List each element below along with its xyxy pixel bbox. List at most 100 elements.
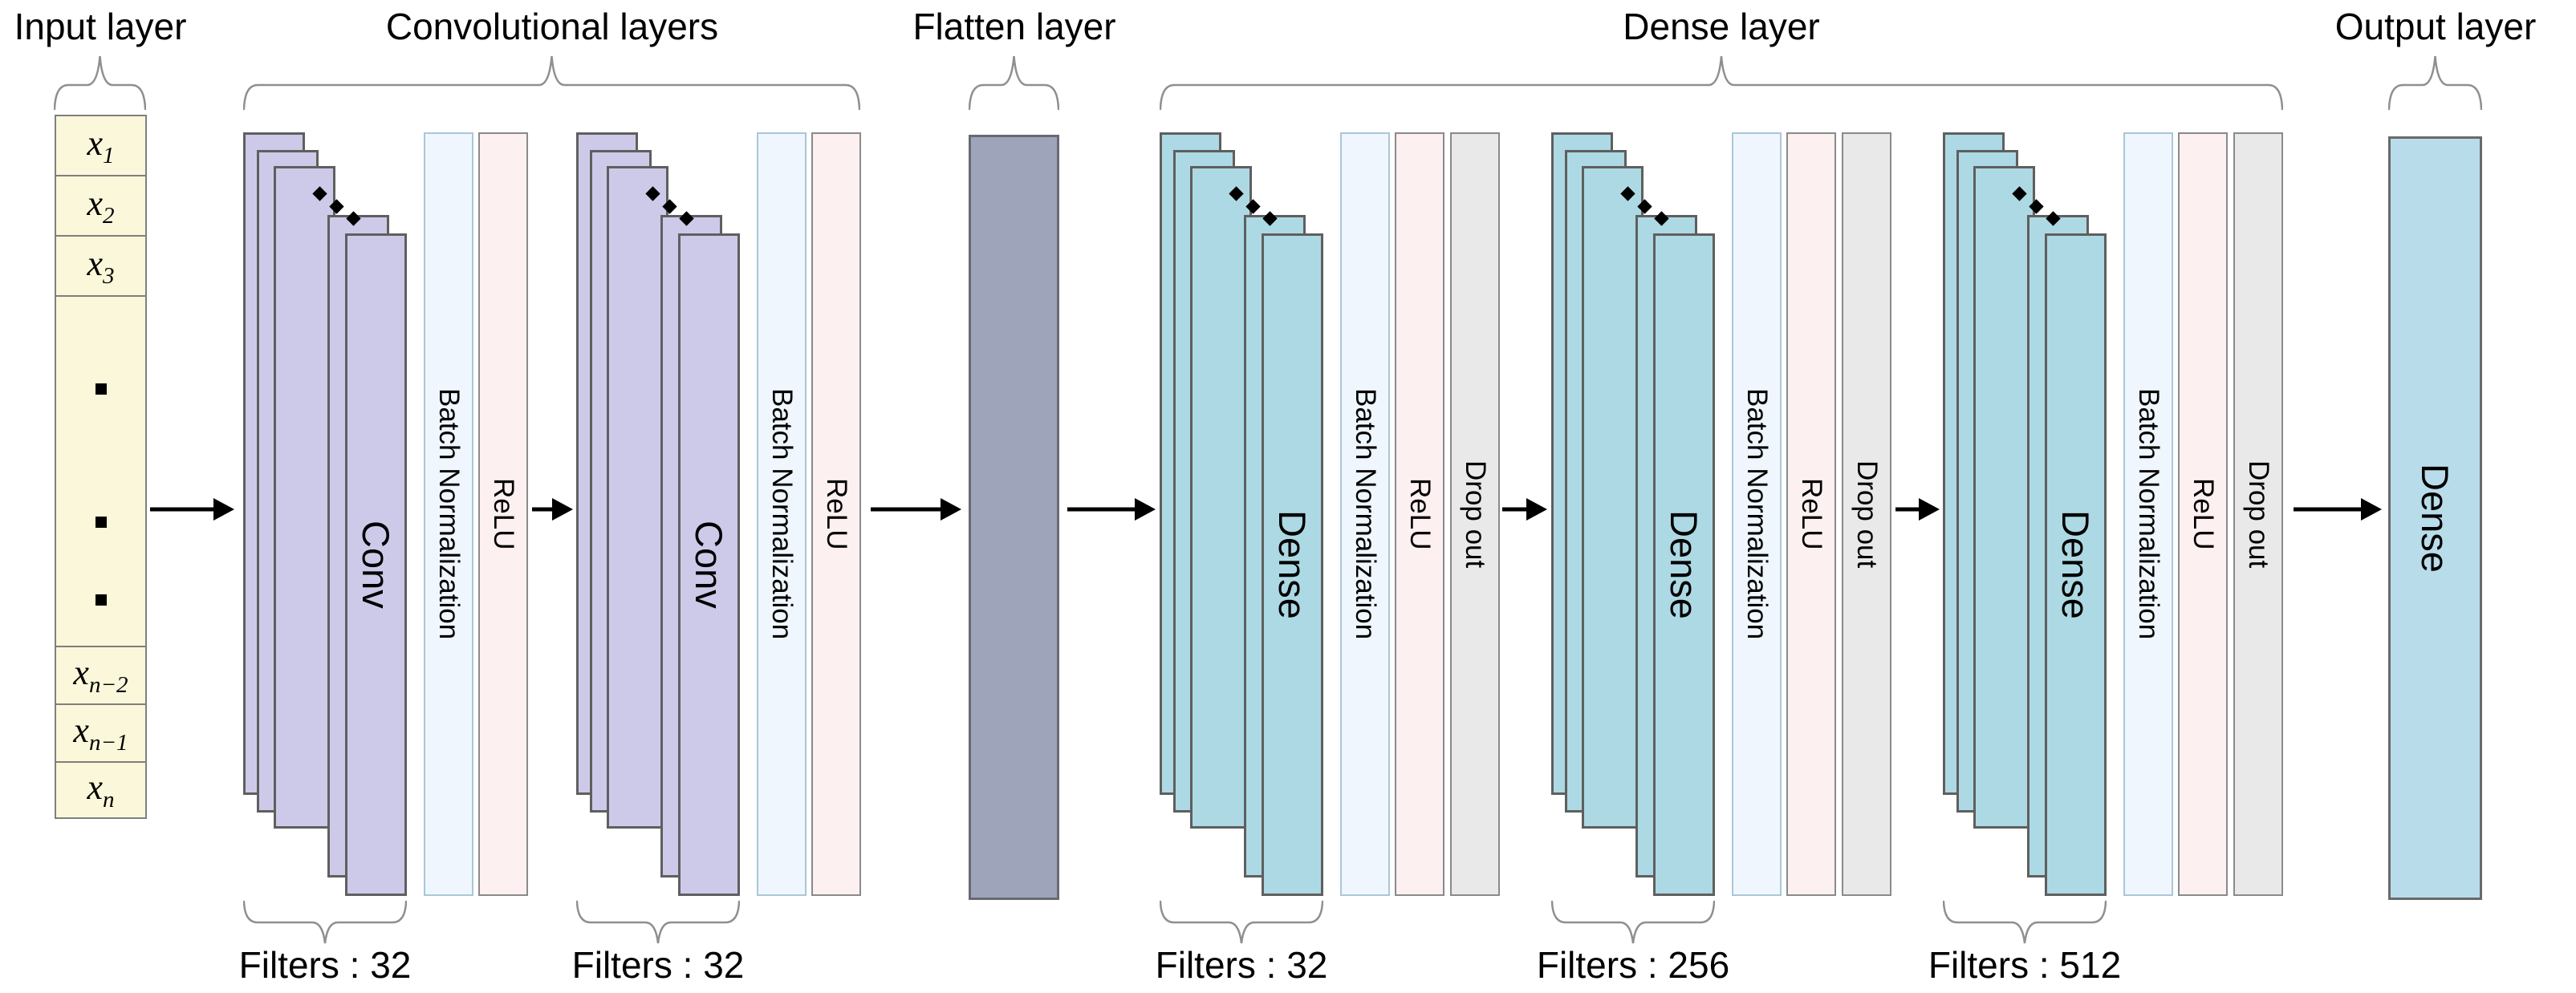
flow-arrow	[1502, 498, 1547, 521]
dropout-label: Drop out	[1851, 460, 1883, 569]
input-var: x	[87, 768, 103, 808]
relu-bar: ReLU	[478, 132, 528, 896]
input-cell-xn: xn	[56, 763, 145, 817]
input-cell-x2: x2	[56, 176, 145, 237]
relu-bar: ReLU	[811, 132, 861, 896]
input-var: x	[73, 711, 89, 751]
dense-stack-label: Dense	[2054, 510, 2097, 619]
input-var-subscript: n−2	[88, 671, 128, 698]
filters-label-5: Filters : 512	[1928, 944, 2122, 986]
dropout-bar: Drop out	[2233, 132, 2283, 896]
input-var-subscript: 1	[103, 142, 115, 168]
conv-feature-panel	[345, 233, 407, 896]
input-cell-label: xn−2	[73, 652, 128, 699]
filters-label-3: Filters : 32	[1155, 944, 1328, 986]
input-var-subscript: 3	[103, 262, 115, 289]
batch-norm-bar: Batch Normalization	[1732, 132, 1782, 896]
relu-label: ReLU	[1796, 478, 1827, 550]
input-var-subscript: n−1	[88, 729, 128, 756]
top-brace-dense	[1160, 55, 2283, 111]
conv-feature-panel	[274, 166, 335, 829]
conv-feature-panel	[678, 233, 740, 896]
conv-stack-label: Conv	[688, 521, 730, 609]
ellipsis-dot	[95, 594, 107, 606]
batch-norm-bar: Batch Normalization	[424, 132, 473, 896]
batch-norm-bar: Batch Normalization	[1340, 132, 1390, 896]
dense-feature-panel	[1582, 166, 1644, 829]
batch-norm-bar: Batch Normalization	[2123, 132, 2173, 896]
section-title-output: Output layer	[2334, 6, 2537, 47]
flow-arrow	[2294, 498, 2382, 521]
relu-label: ReLU	[2188, 478, 2219, 550]
output-dense-label: Dense	[2414, 464, 2456, 573]
relu-bar: ReLU	[1786, 132, 1836, 896]
input-var: x	[73, 653, 89, 693]
batch-norm-label: Batch Normalization	[433, 388, 465, 640]
section-title-dense: Dense layer	[1623, 6, 1820, 47]
dense-feature-panel	[1190, 166, 1252, 829]
ellipsis-dot	[95, 517, 107, 528]
input-var-subscript: n	[103, 786, 115, 813]
output-dense-bar: Dense	[2388, 136, 2482, 900]
input-cell-label: x3	[87, 243, 114, 290]
dropout-bar: Drop out	[1842, 132, 1891, 896]
flatten-bar	[969, 135, 1059, 900]
filters-label-4: Filters : 256	[1536, 944, 1730, 986]
relu-bar: ReLU	[1395, 132, 1444, 896]
flow-arrow	[150, 498, 234, 521]
flow-arrow	[1895, 498, 1940, 521]
flow-arrow	[871, 498, 961, 521]
relu-label: ReLU	[821, 478, 852, 550]
top-brace-output	[2388, 55, 2482, 111]
conv-stack-label: Conv	[355, 521, 397, 609]
section-title-conv: Convolutional layers	[385, 6, 719, 47]
dense-feature-panel	[1262, 233, 1323, 896]
batch-norm-bar: Batch Normalization	[757, 132, 807, 896]
filters-label-2: Filters : 32	[571, 944, 745, 986]
dropout-label: Drop out	[2243, 460, 2274, 569]
batch-norm-label: Batch Normalization	[1350, 388, 1381, 640]
input-cell-label: xn	[87, 767, 114, 813]
input-cell-label: xn−1	[73, 710, 128, 756]
filters-brace-4	[1551, 900, 1715, 944]
flow-arrow	[1067, 498, 1156, 521]
dense-stack-label: Dense	[1663, 510, 1705, 619]
filters-brace-2	[576, 900, 740, 944]
input-cell-label: x2	[87, 183, 114, 229]
filters-brace-5	[1943, 900, 2107, 944]
section-title-flatten: Flatten layer	[912, 6, 1116, 47]
filters-brace-1	[243, 900, 407, 944]
top-brace-flatten	[969, 55, 1059, 111]
dense-feature-panel	[1653, 233, 1715, 896]
input-cell-xn−1: xn−1	[56, 705, 145, 763]
dropout-bar: Drop out	[1450, 132, 1500, 896]
dense-feature-panel	[1973, 166, 2035, 829]
batch-norm-label: Batch Normalization	[766, 388, 798, 640]
dropout-label: Drop out	[1460, 460, 1491, 569]
flow-arrow	[532, 498, 573, 521]
input-var: x	[87, 243, 103, 283]
section-title-input: Input layer	[14, 6, 187, 47]
input-cell-xn−2: xn−2	[56, 647, 145, 705]
dense-stack-label: Dense	[1271, 510, 1314, 619]
conv-feature-panel	[607, 166, 668, 829]
input-var-subscript: 2	[103, 202, 115, 229]
batch-norm-label: Batch Normalization	[2133, 388, 2164, 640]
input-cell-x3: x3	[56, 237, 145, 297]
batch-norm-label: Batch Normalization	[1741, 388, 1773, 640]
filters-brace-3	[1160, 900, 1323, 944]
input-var: x	[87, 123, 103, 163]
ellipsis-dot	[95, 383, 107, 395]
top-brace-input	[54, 55, 146, 111]
input-cell-x1: x1	[56, 116, 145, 176]
relu-bar: ReLU	[2178, 132, 2228, 896]
top-brace-conv	[243, 55, 860, 111]
relu-label: ReLU	[1404, 478, 1436, 550]
input-cell-label: x1	[87, 123, 114, 169]
input-var: x	[87, 183, 103, 223]
filters-label-1: Filters : 32	[238, 944, 412, 986]
relu-label: ReLU	[488, 478, 519, 550]
input-cell-ellipsis	[56, 297, 145, 647]
